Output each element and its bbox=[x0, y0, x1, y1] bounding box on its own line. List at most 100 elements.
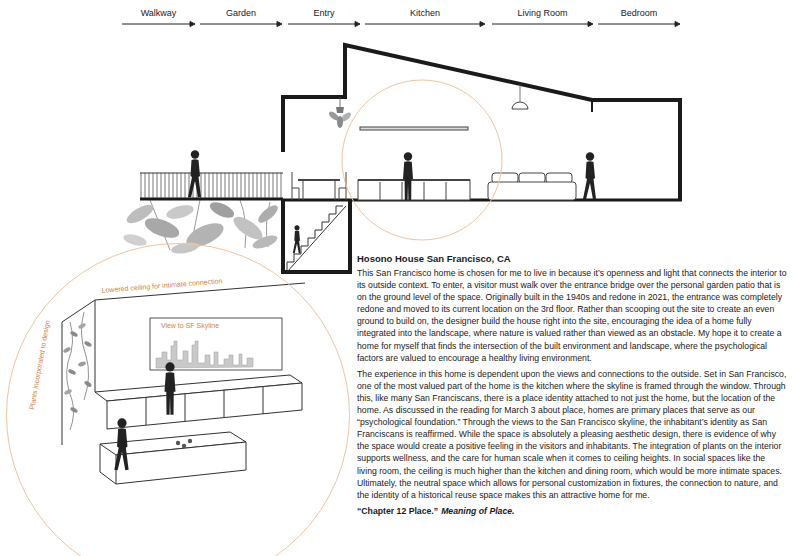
living-room bbox=[512, 102, 528, 109]
focus-circle bbox=[342, 80, 502, 240]
citation-book: Meaning of Place. bbox=[441, 506, 514, 516]
kitchen-counter bbox=[424, 182, 425, 200]
living-room bbox=[488, 84, 576, 200]
garden-plants bbox=[256, 202, 281, 225]
wall-plants bbox=[78, 322, 87, 329]
living-room bbox=[520, 84, 521, 103]
walkway-railing bbox=[140, 173, 283, 198]
sequence-arrows bbox=[598, 24, 677, 25]
kitchen-axonometric bbox=[182, 444, 186, 448]
building-section bbox=[283, 45, 680, 201]
building-section bbox=[283, 199, 682, 202]
sequence-arrows bbox=[588, 22, 593, 27]
sequence-label: Entry bbox=[313, 8, 334, 19]
people bbox=[583, 152, 596, 199]
kitchen-counter bbox=[360, 127, 468, 130]
garden-plants bbox=[165, 203, 195, 222]
wall-plants bbox=[68, 368, 77, 375]
kitchen-axonometric bbox=[0, 283, 305, 484]
sequence-arrows bbox=[288, 24, 357, 25]
citation-chapter: “Chapter 12 Place.” bbox=[357, 506, 438, 516]
walkway-railing bbox=[140, 173, 283, 199]
callout-view: View to SF Skyline bbox=[161, 322, 219, 330]
kitchen-axonometric bbox=[146, 397, 147, 425]
sequence-label: Garden bbox=[226, 8, 256, 19]
text-column: Hosono House San Francisco, CAThis San F… bbox=[357, 253, 787, 517]
kitchen-people bbox=[165, 362, 176, 414]
sequence-arrows bbox=[122, 22, 680, 27]
kitchen-axonometric bbox=[116, 442, 246, 484]
sequence-label: Living Room bbox=[517, 8, 567, 19]
dining-table bbox=[292, 172, 346, 200]
kitchen-counter bbox=[380, 182, 381, 200]
building-section bbox=[283, 45, 682, 272]
sequence-arrows bbox=[190, 22, 195, 27]
kitchen-axonometric bbox=[107, 383, 302, 429]
wall-plants bbox=[63, 312, 93, 430]
stairs bbox=[287, 206, 346, 272]
kitchen-axonometric bbox=[263, 387, 264, 414]
sequence-arrows bbox=[355, 22, 360, 27]
paragraph: This San Francisco home is chosen for me… bbox=[357, 267, 787, 364]
walkway-railing bbox=[140, 172, 283, 173]
people bbox=[403, 152, 413, 200]
wall-plants bbox=[84, 340, 93, 347]
kitchen-people bbox=[114, 362, 175, 470]
people bbox=[188, 150, 201, 197]
sequence-label: Bedroom bbox=[621, 8, 658, 19]
kitchen-counter bbox=[358, 179, 470, 181]
garden-plants bbox=[122, 199, 280, 255]
sequence-label: Walkway bbox=[141, 8, 177, 19]
sequence-arrows bbox=[480, 22, 485, 27]
dining-table bbox=[292, 172, 299, 200]
dining-table bbox=[335, 180, 336, 200]
kitchen-axonometric bbox=[224, 390, 225, 417]
kitchen-counter bbox=[446, 182, 447, 200]
walkway-railing bbox=[140, 198, 283, 201]
detail-circle: Lowered ceiling for intimate connectionP… bbox=[6, 243, 350, 556]
sequence-arrows bbox=[200, 24, 279, 25]
wall-plants bbox=[63, 346, 72, 353]
wall-plants bbox=[67, 322, 74, 430]
kitchen-axonometric bbox=[185, 394, 186, 421]
dining-table bbox=[298, 179, 340, 181]
kitchen-axonometric bbox=[176, 441, 180, 445]
callout-plants: Plants incorporated to design bbox=[28, 320, 52, 411]
kitchen-axonometric bbox=[95, 300, 96, 392]
kitchen-axonometric bbox=[100, 444, 116, 484]
sequence-arrows bbox=[492, 24, 590, 25]
kitchen-counter bbox=[358, 180, 470, 200]
sequence-arrows bbox=[122, 24, 192, 25]
kitchen-people bbox=[114, 418, 128, 470]
hanging-plant bbox=[340, 97, 341, 107]
kitchen-axonometric bbox=[188, 439, 192, 443]
dining-table bbox=[339, 172, 346, 200]
kitchen-counter bbox=[402, 182, 403, 200]
sequence-label: Kitchen bbox=[410, 8, 440, 19]
wall-plants bbox=[70, 406, 79, 413]
stairs bbox=[287, 206, 346, 272]
hanging-plant bbox=[336, 107, 344, 113]
garden-plants bbox=[208, 199, 237, 221]
sequence-arrows bbox=[675, 22, 680, 27]
hanging-plant bbox=[327, 97, 352, 128]
kitchen-axonometric bbox=[62, 322, 63, 445]
kitchen-axonometric bbox=[62, 283, 305, 322]
people bbox=[293, 225, 301, 253]
sequence-arrows bbox=[365, 24, 482, 25]
kitchen-counter bbox=[358, 127, 470, 200]
stairs bbox=[287, 206, 343, 270]
building-section bbox=[283, 200, 350, 272]
kitchen-axonometric bbox=[150, 318, 282, 370]
wall-plants bbox=[84, 380, 93, 388]
building-section bbox=[591, 100, 593, 112]
citation: “Chapter 12 Place.”Meaning of Place. bbox=[357, 505, 787, 517]
sequence-arrows bbox=[277, 22, 282, 27]
wall-plants bbox=[78, 361, 87, 367]
garden-plants bbox=[251, 233, 279, 251]
wall-plants bbox=[64, 388, 73, 395]
people bbox=[188, 150, 596, 253]
paragraph: The experience in this home is dependent… bbox=[357, 368, 787, 501]
dining-table bbox=[303, 180, 304, 200]
